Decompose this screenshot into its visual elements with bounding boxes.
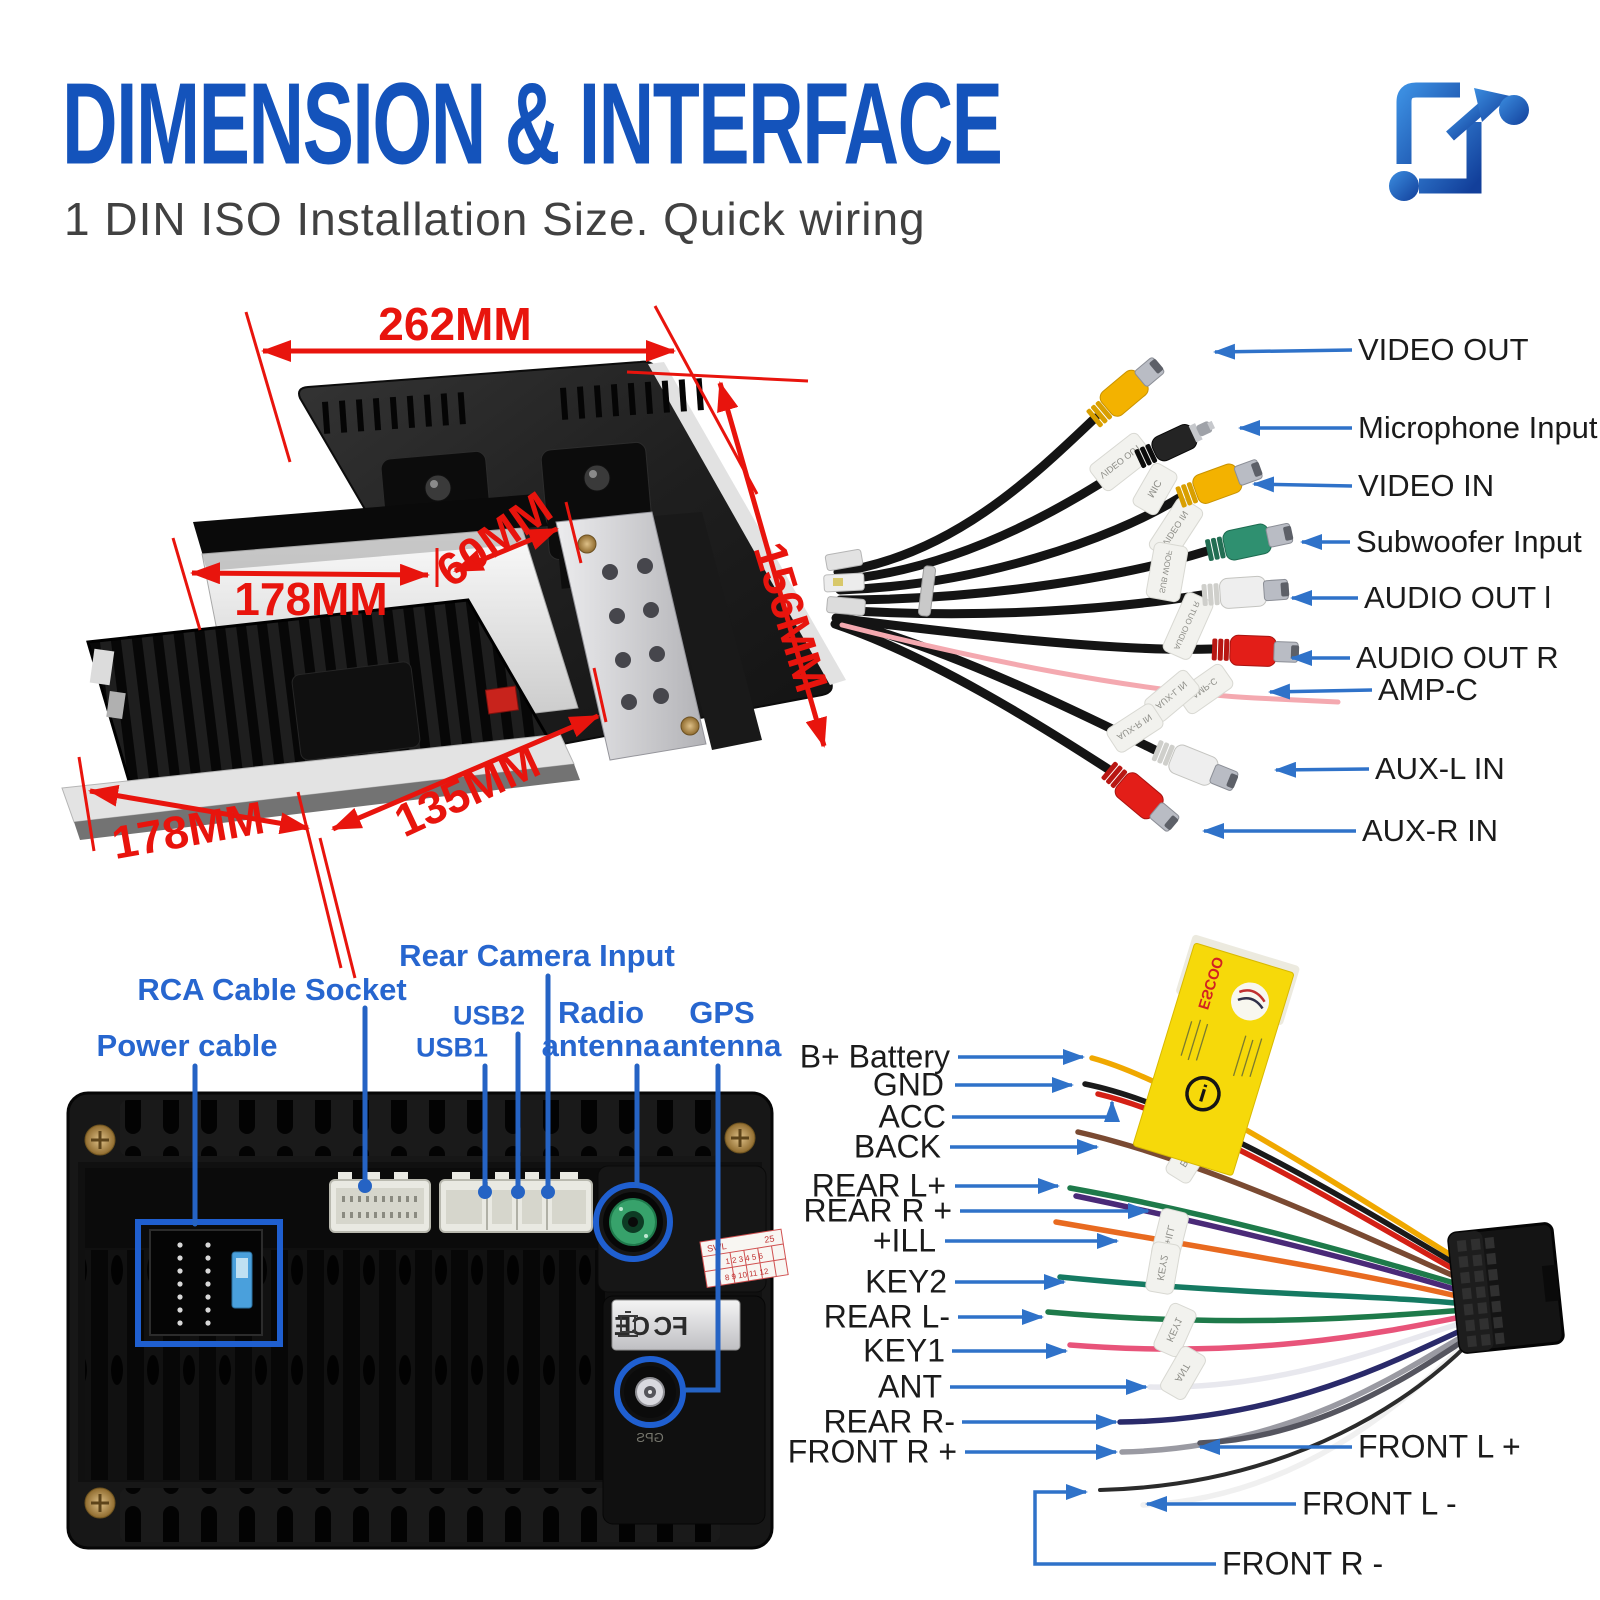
power-socket: [149, 1229, 263, 1336]
rca-connector-subwoofer: [1205, 522, 1294, 561]
label-front-r-plus: FRONT R +: [787, 1433, 957, 1470]
label-front-r-minus: FRONT R -: [1222, 1545, 1384, 1582]
gps-highlight-ring: [614, 1356, 686, 1428]
label-usb2: USB2: [452, 1000, 526, 1031]
iso-harness-photo: BACK +ILL KEY2 KEY1 ANT ESCOO i: [945, 934, 1565, 1566]
label-ant: ANT: [878, 1368, 942, 1405]
leader-end-dots: [358, 1179, 555, 1199]
rca-connector-video-out: [1086, 357, 1165, 428]
label-rear-l-plus: REAR L+: [811, 1167, 946, 1204]
sleeve-face-frame: [193, 494, 548, 556]
label-power-cable: Power cable: [96, 1028, 278, 1063]
screen-vents-left: [322, 392, 466, 434]
label-rear-r-plus: REAR R +: [803, 1192, 952, 1229]
dim-width-top: 262MM: [378, 298, 532, 350]
rca-connector-video-in: [1175, 459, 1263, 508]
plate-holes: [602, 558, 669, 710]
iso-connector-block: [1447, 1222, 1565, 1354]
sleeve-ill: +ILL: [1161, 1223, 1177, 1245]
label-rear-r-minus: REAR R-: [823, 1403, 955, 1440]
label-key2: KEY2: [865, 1263, 947, 1300]
rca-connector-aux-r: [1101, 761, 1180, 832]
gps-socket: GPS: [614, 1356, 686, 1445]
label-aux-r-in: AUX-R IN: [1362, 813, 1499, 848]
rear-panel-leader-lines: [192, 973, 721, 1393]
info-icon: [1185, 1076, 1221, 1112]
dim-sleeve-depth: 178MM: [234, 573, 388, 625]
label-rear-l-minus: REAR L-: [823, 1298, 950, 1335]
screen-vents-right: [560, 378, 704, 420]
label-rear-camera-input: Rear Camera Input: [399, 938, 675, 973]
label-ill: +ILL: [872, 1222, 936, 1259]
page-subtitle: 1 DIN ISO Installation Size. Quick wirin…: [64, 193, 926, 245]
iso-leader-lines: [945, 1049, 1352, 1566]
sleeve-key2: KEY2: [1154, 1254, 1169, 1282]
label-front-l-plus: FRONT L +: [1358, 1428, 1521, 1465]
dimension-lines: [77, 305, 827, 979]
power-socket-highlight-box: [135, 1219, 283, 1347]
label-video-in: VIDEO IN: [1358, 468, 1495, 503]
red-clip: [484, 685, 520, 715]
label-audio-out-r: AUDIO OUT R: [1356, 640, 1559, 675]
rca-leader-lines: [1202, 343, 1373, 839]
sticker-25: 25: [764, 1233, 775, 1244]
warning-label: ESCOO i: [1133, 934, 1300, 1176]
label-gps-antenna: GPS antenna: [662, 995, 782, 1063]
label-key1: KEY1: [863, 1332, 945, 1369]
gps-port-text: GPS: [636, 1430, 664, 1445]
fcc-mark-icon: FC: [653, 1311, 688, 1341]
radio-antenna-socket: [593, 1182, 673, 1262]
iso-wires: [1045, 1055, 1471, 1508]
label-amp-c: AMP-C: [1378, 672, 1478, 707]
label-back: BACK: [853, 1128, 941, 1165]
label-microphone-input: Microphone Input: [1358, 410, 1598, 445]
rca-connector-aux-l: [1151, 740, 1239, 791]
label-aux-l-in: AUX-L IN: [1375, 751, 1505, 786]
label-video-out: VIDEO OUT: [1358, 332, 1529, 367]
zip-tie: [917, 565, 937, 617]
wire-sleeve-tags: VIDEO OUT MIC VIDEO IN SUB WOOF AUDIO OU…: [1089, 432, 1234, 753]
dimension-resize-icon: [1389, 82, 1529, 201]
mic-jack-connector: [1134, 420, 1216, 469]
amp-c-wire: [839, 622, 1341, 705]
rca-harness-photo: VIDEO OUT MIC VIDEO IN SUB WOOF AUDIO OU…: [823, 343, 1373, 839]
certification-label: FC CE: [611, 1299, 741, 1351]
radio-antenna-highlight-ring: [593, 1182, 673, 1262]
page-title: DIMENSION & INTERFACE: [62, 59, 1003, 190]
label-b-plus-battery: B+ Battery: [799, 1038, 950, 1075]
rca-cable-socket-connector: [329, 1172, 431, 1233]
label-audio-out-l: AUDIO OUT l: [1364, 580, 1552, 615]
label-radio-antenna: Radio antenna: [541, 995, 661, 1063]
label-front-l-minus: FRONT L -: [1302, 1485, 1457, 1522]
rca-connector-audio-out-l: [1201, 575, 1290, 609]
label-acc: ACC: [878, 1098, 946, 1135]
weee-bin-icon: [618, 1311, 638, 1337]
label-usb1: USB1: [415, 1032, 489, 1063]
label-rca-cable-socket: RCA Cable Socket: [137, 972, 407, 1007]
label-subwoofer-input: Subwoofer Input: [1356, 524, 1582, 559]
label-gnd: GND: [872, 1066, 944, 1103]
rear-panel-photo: SWL 25 1 2 3 4 5 6 8 9 10 11 12 FC CE GP…: [66, 973, 789, 1550]
rca-connector-audio-out-r: [1211, 634, 1300, 667]
